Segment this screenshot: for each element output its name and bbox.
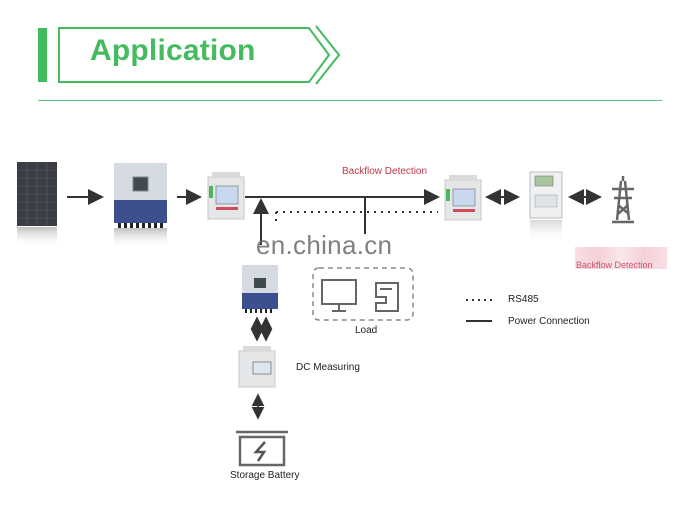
meter-2-icon (444, 175, 482, 221)
battery-icon (236, 430, 288, 467)
header-arrow-frame (58, 25, 341, 85)
legend-power-label: Power Connection (508, 316, 590, 327)
header-accent-bar (38, 28, 47, 82)
pv-inverter-icon (114, 163, 167, 248)
utility-meter-icon (529, 171, 563, 242)
header-divider (38, 100, 662, 101)
load-label: Load (355, 325, 378, 336)
blurred-label-background (575, 247, 667, 269)
backflow-detection-label-blurred: Backflow Detection (576, 260, 653, 270)
solar-panel-icon (17, 162, 57, 247)
power-grid-tower-icon (612, 176, 634, 224)
appliance-icon (375, 282, 399, 312)
storage-inverter-icon (242, 265, 278, 313)
meter-1-icon (207, 172, 245, 220)
load-group-box (312, 267, 414, 321)
dc-measuring-label: DC Measuring (296, 362, 360, 373)
page-title: Application (90, 34, 256, 67)
watermark: en.china.cn (256, 230, 393, 260)
storage-battery-label: Storage Battery (230, 470, 300, 481)
monitor-icon (321, 279, 357, 312)
backflow-detection-label: Backflow Detection (342, 166, 428, 177)
dc-meter-icon (238, 346, 276, 388)
legend-rs485-label: RS485 (508, 294, 539, 305)
